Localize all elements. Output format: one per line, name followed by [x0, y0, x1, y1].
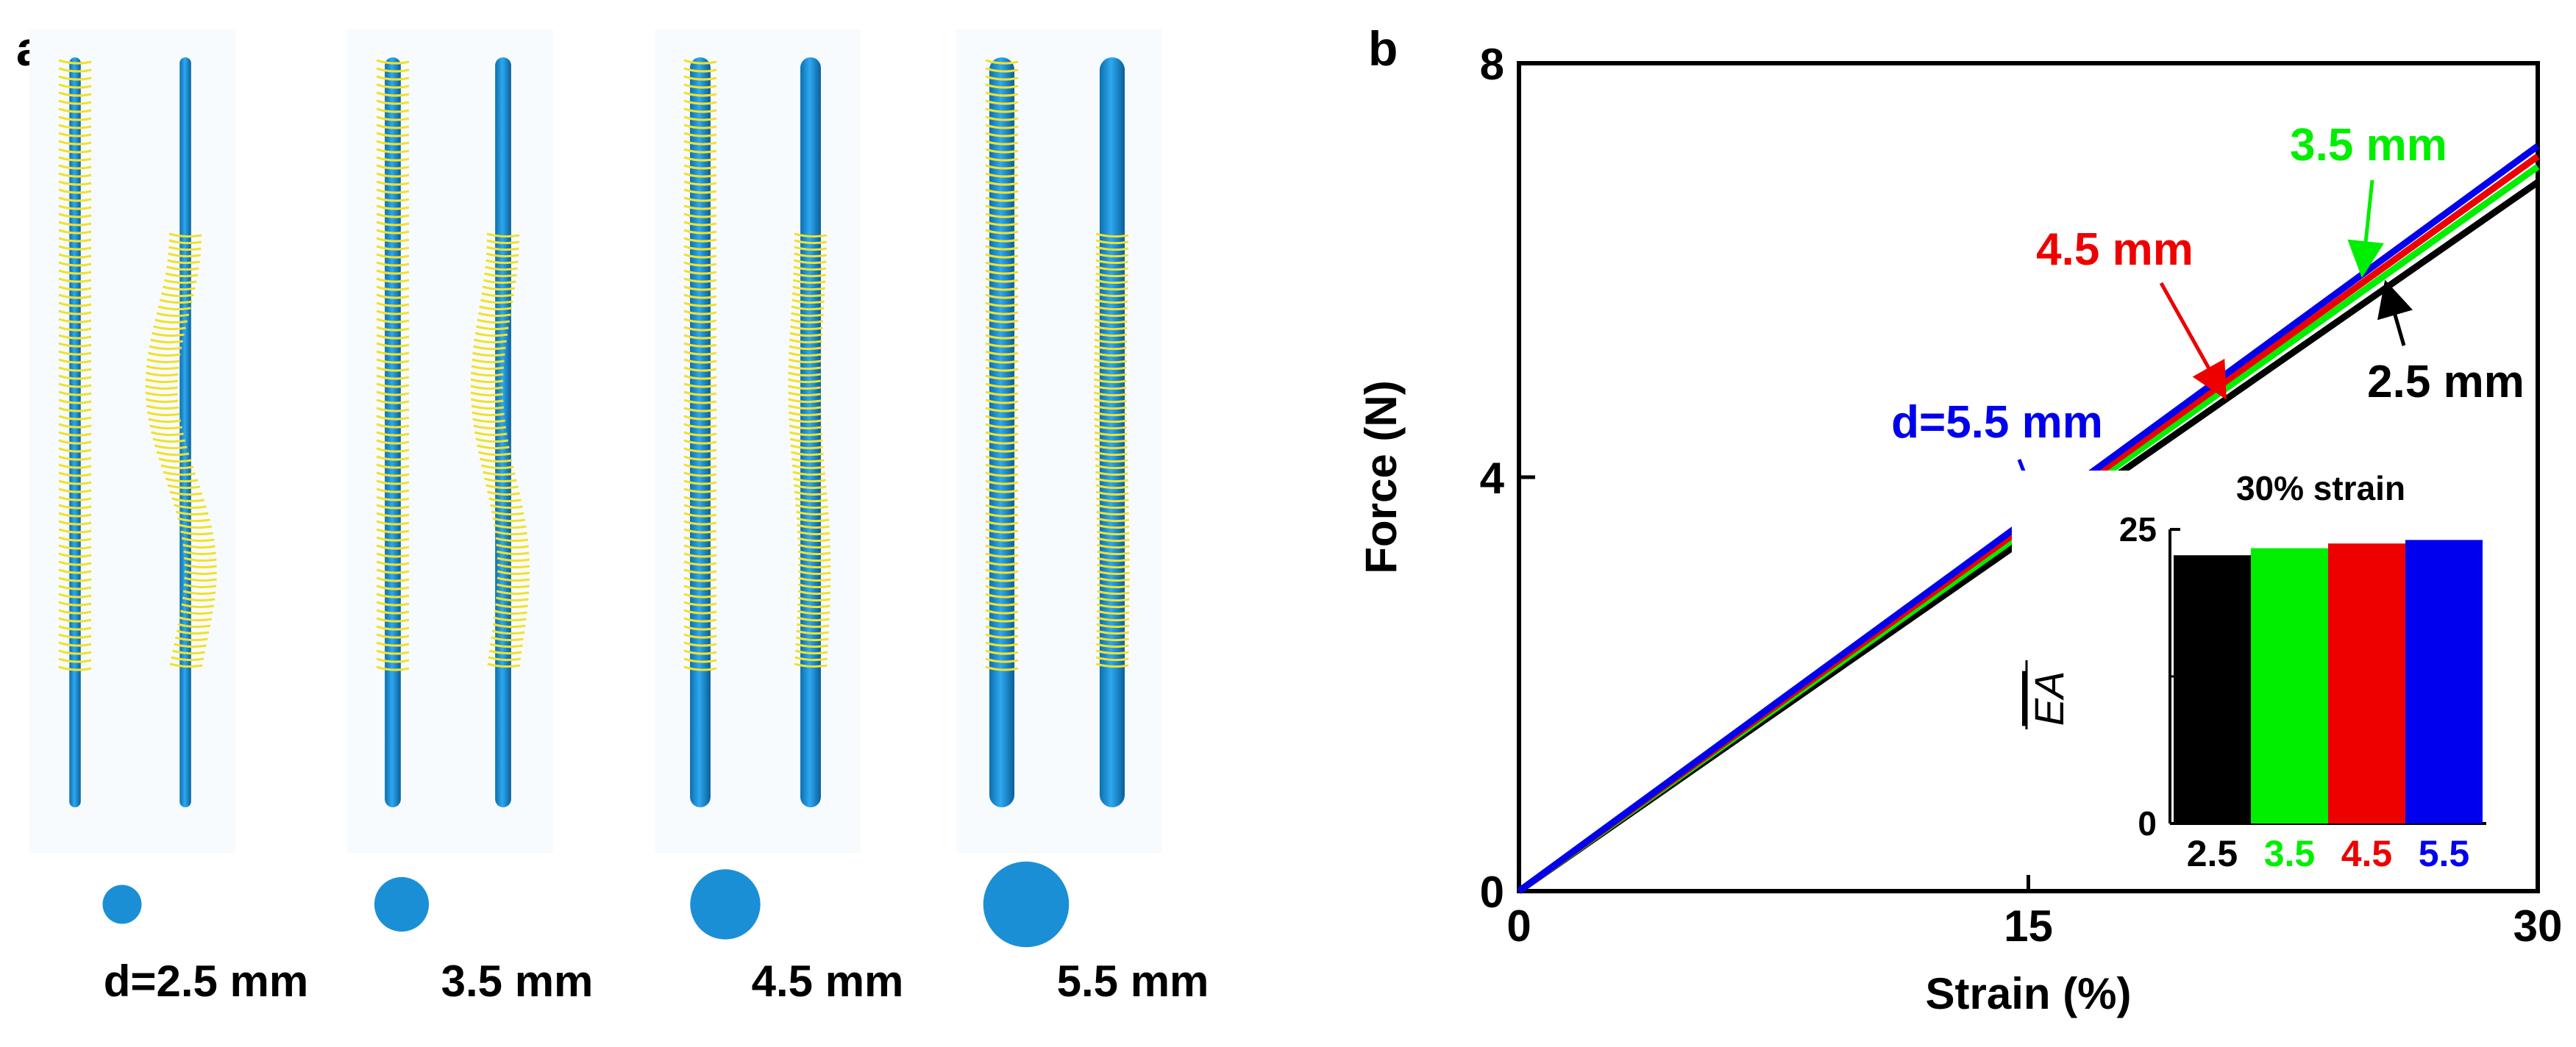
x-tick-label: 15 [2004, 901, 2053, 951]
coil-free [376, 59, 410, 671]
rod-compressed [800, 57, 821, 807]
y-tick-label: 8 [1480, 40, 1504, 89]
annotation-label-4: d=5.5 mm [1891, 397, 2103, 448]
inset-bar-1 [2174, 555, 2251, 823]
diameter-label-3: 4.5 mm [751, 957, 904, 1006]
rod-compressed [495, 57, 511, 807]
rod-compressed [1099, 57, 1125, 807]
cross-section-circle [102, 885, 142, 924]
inset-x-tick-label-1: 2.5 [2187, 833, 2238, 874]
diameter-label-2: 3.5 mm [441, 957, 594, 1006]
diameter-label-4: 5.5 mm [1056, 957, 1209, 1006]
panel-b-label: b [1368, 21, 1398, 76]
annotation-arrow-3 [2377, 279, 2413, 346]
rods-illustration [58, 57, 1130, 948]
inset-x-tick-label-3: 4.5 [2341, 833, 2393, 874]
coil-free [683, 59, 717, 671]
coil-compressed [145, 232, 217, 668]
x-tick-label: 30 [2513, 901, 2563, 951]
inset-x-tick-label-4: 5.5 [2419, 833, 2470, 874]
coil-free [58, 59, 92, 671]
annotation-arrow-2 [2159, 282, 2227, 400]
inset-y-tick-label: 0 [2138, 804, 2157, 843]
inset-bar-3 [2328, 543, 2405, 823]
y-axis-label: Force (N) [1356, 380, 1406, 573]
inset-y-axis-label: EA [2026, 671, 2072, 726]
coil-compressed [1094, 232, 1130, 668]
inset-title: 30% strain [2236, 469, 2405, 507]
cross-section-circle [690, 869, 761, 940]
diameter-label-1: d=2.5 mm [103, 957, 309, 1006]
annotation-label-1: 3.5 mm [2290, 120, 2447, 171]
inset-x-tick-label-2: 3.5 [2264, 833, 2316, 874]
coil-compressed [470, 232, 530, 668]
inset-bar-2 [2251, 548, 2328, 823]
annotation-label-2: 4.5 mm [2036, 224, 2193, 275]
y-tick-label: 0 [1480, 868, 1504, 917]
y-tick-label: 4 [1480, 454, 1505, 503]
cross-section-circle [374, 876, 430, 932]
annotation-arrow-1 [2347, 179, 2385, 278]
rod-free [385, 57, 401, 807]
inset-bar-4 [2405, 540, 2483, 823]
coil-free [985, 59, 1019, 671]
x-axis-label: Strain (%) [1925, 969, 2131, 1018]
rod-free [989, 57, 1015, 807]
cross-section-circle [983, 861, 1070, 948]
annotation-label-3: 2.5 mm [2367, 357, 2525, 407]
inset-y-tick-label: 25 [2119, 510, 2157, 548]
rod-compressed [179, 57, 191, 807]
rod-free [690, 57, 711, 807]
panel-a: a d=2.5 mm 3.5 mm 4.5 mm 5.5 mm [16, 21, 1209, 1006]
x-tick-label: 0 [1506, 901, 1531, 951]
rod-free [69, 57, 81, 807]
coil-compressed [788, 232, 831, 668]
